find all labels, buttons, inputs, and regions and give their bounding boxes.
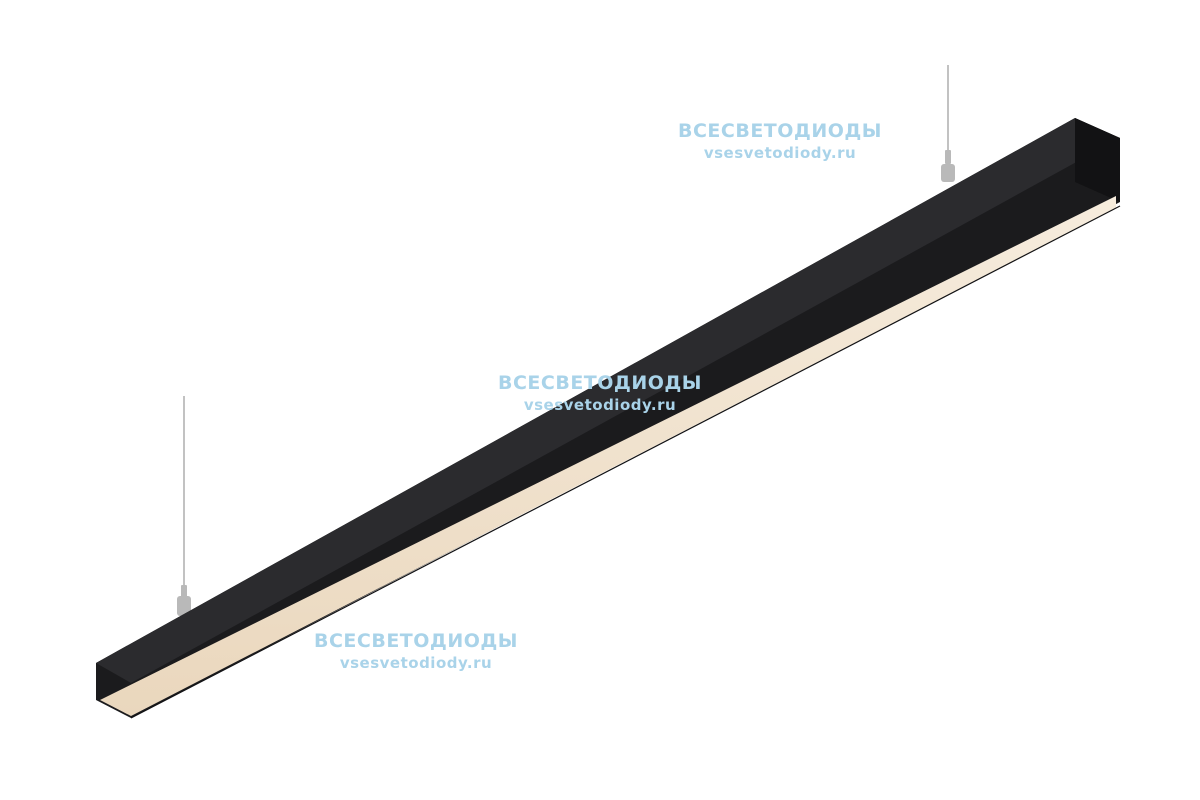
left-cable-gripper (181, 585, 187, 599)
lamp-diffuser (100, 196, 1116, 716)
watermark-url: vsesvetodiody.ru (703, 144, 857, 162)
watermark-brand: ВСЕСВЕТОДИОДЫ (497, 372, 702, 394)
right-suspension (941, 65, 955, 182)
right-cable-gripper (945, 150, 951, 164)
lamp-bottom-edge (130, 205, 1121, 719)
watermark-url: vsesvetodiody.ru (523, 396, 677, 414)
watermark-middle: ВСЕСВЕТОДИОДЫ vsesvetodiody.ru (490, 372, 710, 416)
left-suspension (177, 396, 191, 616)
lamp-body-top (96, 118, 1120, 683)
watermark-brand: ВСЕСВЕТОДИОДЫ (313, 630, 518, 652)
watermark-top: ВСЕСВЕТОДИОДЫ vsesvetodiody.ru (670, 120, 890, 164)
watermark-url: vsesvetodiody.ru (339, 654, 493, 672)
lamp-end-cap (1075, 118, 1120, 202)
right-ceiling-mount (941, 164, 955, 182)
watermark-bottom: ВСЕСВЕТОДИОДЫ vsesvetodiody.ru (306, 630, 526, 674)
left-ceiling-mount (177, 596, 191, 616)
linear-lamp (96, 118, 1121, 719)
watermark-brand: ВСЕСВЕТОДИОДЫ (677, 120, 882, 142)
